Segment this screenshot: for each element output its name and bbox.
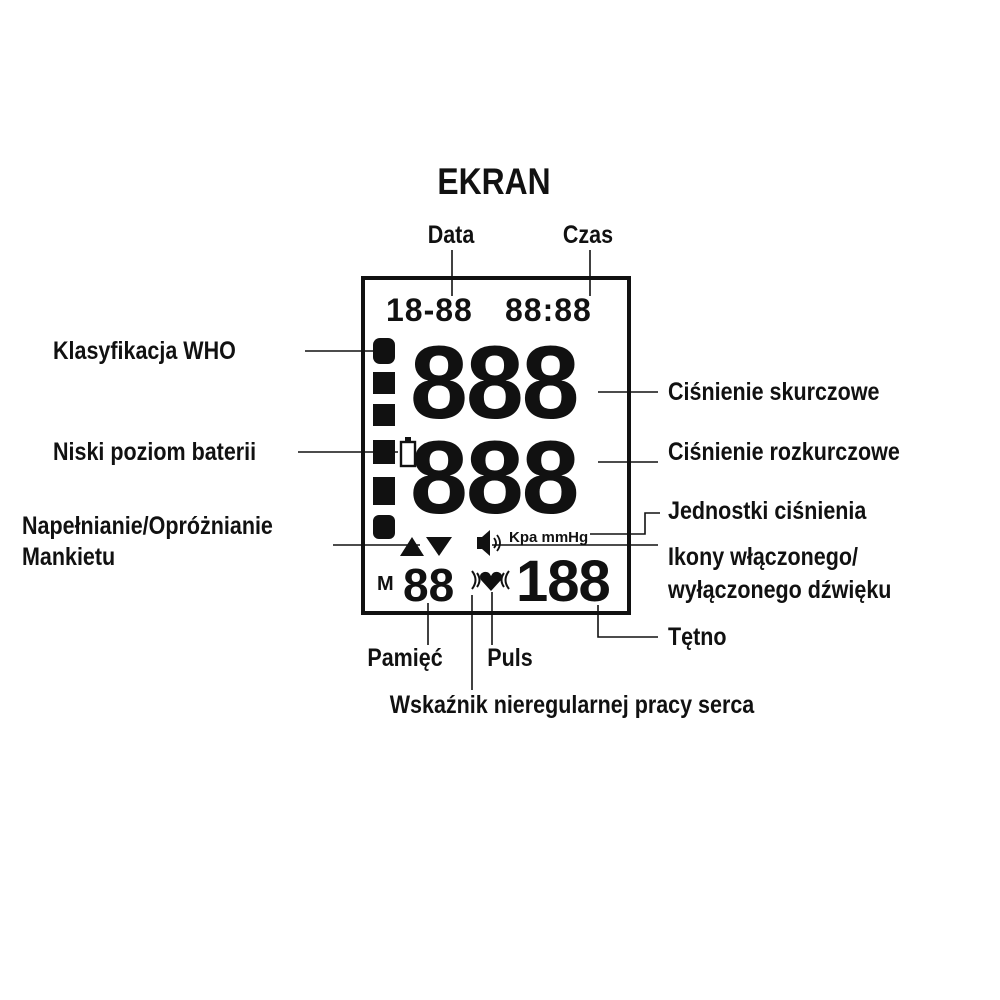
who-bar-1 <box>373 338 395 364</box>
label-units: Jednostki ciśnienia <box>668 497 867 525</box>
label-memory: Pamięć <box>367 644 443 672</box>
leader-units <box>590 512 660 535</box>
label-irregular-heartbeat: Wskaźnik nieregularnej pracy serca <box>389 691 755 719</box>
label-cuff-line1: Napełnianie/Opróżnianie <box>22 512 273 540</box>
lcd-time-digits: 88:88 <box>505 292 592 328</box>
label-time: Czas <box>562 221 614 249</box>
label-sound-line2: wyłączonego dźwięku <box>668 576 892 604</box>
label-diastolic: Ciśnienie rozkurczowe <box>668 438 900 466</box>
who-classification-bars <box>373 338 395 539</box>
label-who-classification: Klasyfikacja WHO <box>53 337 236 365</box>
memory-digits: 88 <box>403 559 454 611</box>
speaker-icon <box>477 530 501 556</box>
label-cuff-line2: Mankietu <box>22 543 116 571</box>
triangle-down-icon <box>426 537 452 556</box>
units-text: Kpa mmHg <box>509 529 588 546</box>
who-bar-4 <box>373 440 395 464</box>
lcd-frame <box>361 276 631 615</box>
leader-pulse-rate <box>597 605 658 638</box>
diagram-title: EKRAN <box>437 161 551 202</box>
who-bar-3 <box>373 404 395 426</box>
label-date: Data <box>427 221 475 249</box>
label-systolic: Ciśnienie skurczowe <box>668 378 880 406</box>
label-low-battery: Niski poziom baterii <box>53 438 257 466</box>
label-pulse-rate: Tętno <box>668 623 727 651</box>
systolic-digits: 888 <box>410 325 578 441</box>
lcd-date-digits: 18-88 <box>386 292 473 328</box>
who-bar-5 <box>373 477 395 505</box>
label-sound-line1: Ikony włączonego/ <box>668 543 858 571</box>
label-pulse: Puls <box>487 644 533 672</box>
pulse-rate-digits: 188 <box>516 549 610 614</box>
memory-letter: M <box>377 573 394 595</box>
battery-icon <box>399 437 417 468</box>
triangle-up-icon <box>400 537 424 556</box>
who-bar-2 <box>373 372 395 394</box>
heart-icon <box>471 570 510 591</box>
diastolic-digits: 888 <box>410 420 578 536</box>
who-bar-6 <box>373 515 395 539</box>
